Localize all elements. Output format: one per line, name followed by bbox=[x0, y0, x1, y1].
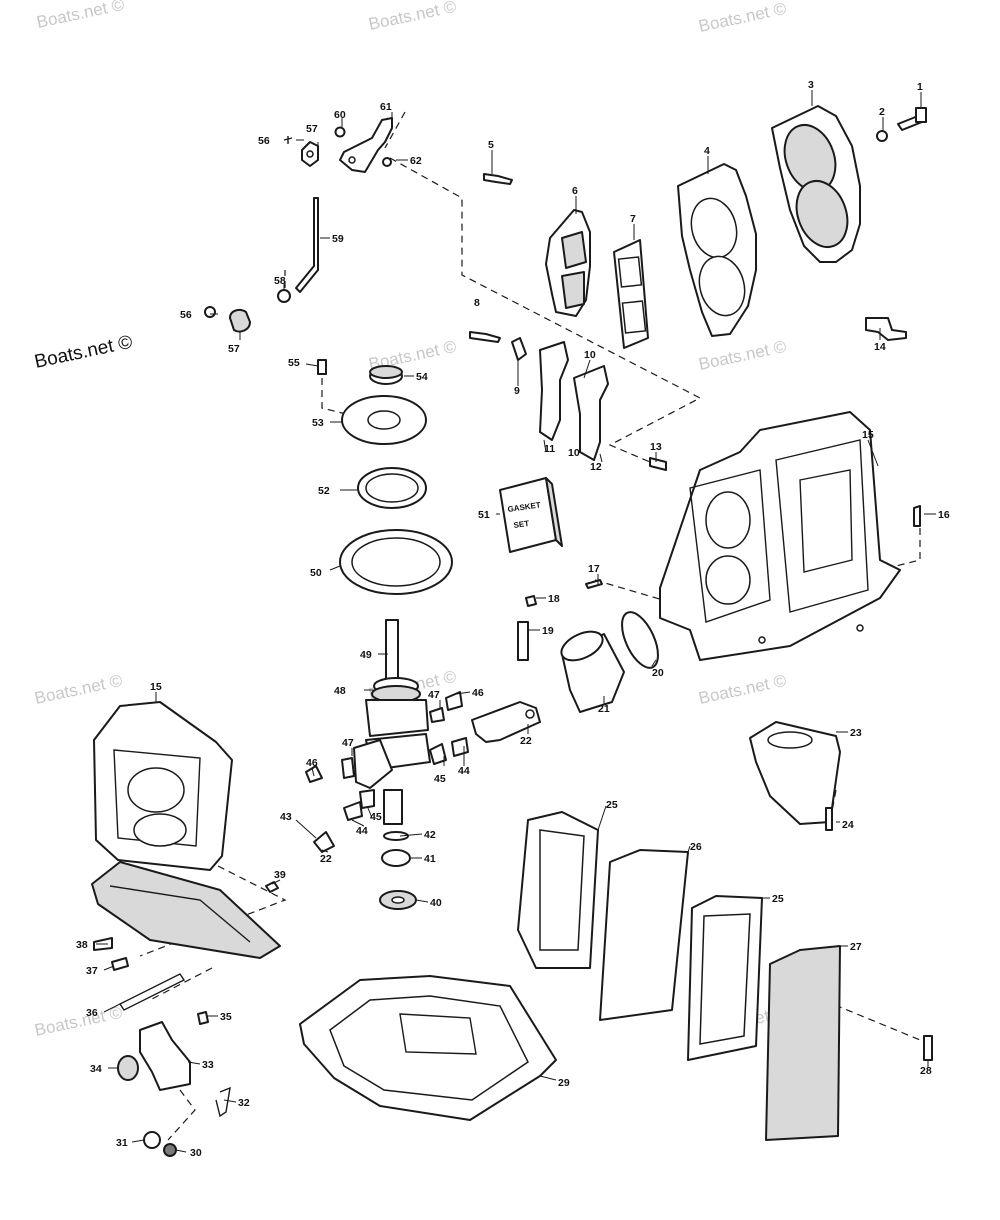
cylinder-head bbox=[677, 105, 927, 341]
callout-53: 53 bbox=[312, 417, 324, 429]
callout-13: 13 bbox=[650, 441, 662, 453]
watermark-text: Boats.net © bbox=[367, 0, 459, 34]
callout-21: 21 bbox=[598, 703, 610, 715]
callout-50: 50 bbox=[310, 567, 322, 579]
callout-41: 41 bbox=[424, 853, 436, 865]
callout-28: 28 bbox=[920, 1065, 932, 1077]
callout-34: 34 bbox=[90, 1063, 102, 1075]
callout-37: 37 bbox=[86, 965, 98, 977]
callout-16: 16 bbox=[938, 509, 950, 521]
callout-30: 30 bbox=[190, 1147, 202, 1159]
callout-57: 57 bbox=[306, 123, 318, 135]
callout-59: 59 bbox=[332, 233, 344, 245]
exhaust-plates bbox=[299, 721, 933, 1141]
callout-40: 40 bbox=[430, 897, 442, 909]
callout-43: 43 bbox=[280, 811, 292, 823]
callout-33: 33 bbox=[202, 1059, 214, 1071]
callout-57: 57 bbox=[228, 343, 240, 355]
callout-labels: 1 2 3 4 5 6 7 8 9 10 10 11 12 13 14 15 1… bbox=[76, 79, 950, 1159]
callout-29: 29 bbox=[558, 1077, 570, 1089]
assembly-lines bbox=[139, 111, 926, 1141]
callout-19: 19 bbox=[542, 625, 554, 637]
callout-1: 1 bbox=[917, 81, 923, 93]
callout-36: 36 bbox=[86, 1007, 98, 1019]
callout-56: 56 bbox=[258, 135, 270, 147]
callout-45: 45 bbox=[370, 811, 382, 823]
callout-46: 46 bbox=[472, 687, 484, 699]
watermark-text: Boats.net © bbox=[35, 0, 127, 32]
watermark-main: Boats.net © bbox=[33, 332, 135, 373]
callout-7: 7 bbox=[630, 213, 636, 225]
callout-10: 10 bbox=[568, 447, 580, 459]
callout-31: 31 bbox=[116, 1137, 128, 1149]
callout-25: 25 bbox=[606, 799, 618, 811]
callout-2: 2 bbox=[879, 106, 885, 118]
watermark-text: Boats.net © bbox=[697, 337, 789, 374]
watermark-text: Boats.net © bbox=[697, 671, 789, 708]
cylinder-block bbox=[649, 411, 921, 661]
crankshaft bbox=[305, 619, 469, 910]
piston-assembly bbox=[471, 579, 659, 743]
crankcase bbox=[91, 701, 281, 971]
gasket-set-box: GASKET SET bbox=[499, 477, 563, 553]
callout-47: 47 bbox=[342, 737, 354, 749]
callout-49: 49 bbox=[360, 649, 372, 661]
callout-58: 58 bbox=[274, 275, 286, 287]
bearing-housing bbox=[317, 359, 453, 595]
callout-38: 38 bbox=[76, 939, 88, 951]
callout-11: 11 bbox=[544, 443, 555, 455]
shift-linkage bbox=[117, 973, 231, 1157]
watermark-text: Boats.net © bbox=[697, 0, 789, 36]
callout-48: 48 bbox=[334, 685, 346, 697]
cylinder-head-parts bbox=[469, 173, 649, 461]
callout-26: 26 bbox=[690, 841, 702, 853]
callout-4: 4 bbox=[704, 145, 710, 157]
callout-15: 15 bbox=[150, 681, 162, 693]
callout-52: 52 bbox=[318, 485, 330, 497]
callout-23: 23 bbox=[850, 727, 862, 739]
callout-47: 47 bbox=[428, 689, 440, 701]
callout-17: 17 bbox=[588, 563, 600, 575]
callout-35: 35 bbox=[220, 1011, 232, 1023]
callout-6: 6 bbox=[572, 185, 578, 197]
callout-61: 61 bbox=[380, 101, 392, 113]
watermark-text: Boats.net © bbox=[33, 671, 125, 708]
callout-18: 18 bbox=[548, 593, 560, 605]
callout-15: 15 bbox=[862, 429, 874, 441]
callout-27: 27 bbox=[850, 941, 862, 953]
callout-22: 22 bbox=[520, 735, 532, 747]
callout-62: 62 bbox=[410, 155, 422, 167]
callout-32: 32 bbox=[238, 1097, 250, 1109]
callout-51: 51 bbox=[478, 509, 490, 521]
callout-9: 9 bbox=[514, 385, 520, 397]
callout-39: 39 bbox=[274, 869, 286, 881]
callout-42: 42 bbox=[424, 829, 436, 841]
callout-10: 10 bbox=[584, 349, 596, 361]
callout-25: 25 bbox=[772, 893, 784, 905]
throttle-linkage bbox=[204, 117, 393, 333]
callout-55: 55 bbox=[288, 357, 300, 369]
callout-8: 8 bbox=[474, 297, 480, 309]
callout-3: 3 bbox=[808, 79, 814, 91]
callout-60: 60 bbox=[334, 109, 346, 121]
callout-44: 44 bbox=[458, 765, 470, 777]
callout-54: 54 bbox=[416, 371, 428, 383]
callout-14: 14 bbox=[874, 341, 886, 353]
callout-24: 24 bbox=[842, 819, 854, 831]
gasket-set-label: SET bbox=[513, 519, 530, 530]
leader-lines bbox=[96, 90, 936, 1153]
callout-22: 22 bbox=[320, 853, 332, 865]
callout-46: 46 bbox=[306, 757, 318, 769]
callout-12: 12 bbox=[590, 461, 602, 473]
callout-45: 45 bbox=[434, 773, 446, 785]
callout-56: 56 bbox=[180, 309, 192, 321]
callout-44: 44 bbox=[356, 825, 368, 837]
callout-5: 5 bbox=[488, 139, 494, 151]
callout-20: 20 bbox=[652, 667, 664, 679]
